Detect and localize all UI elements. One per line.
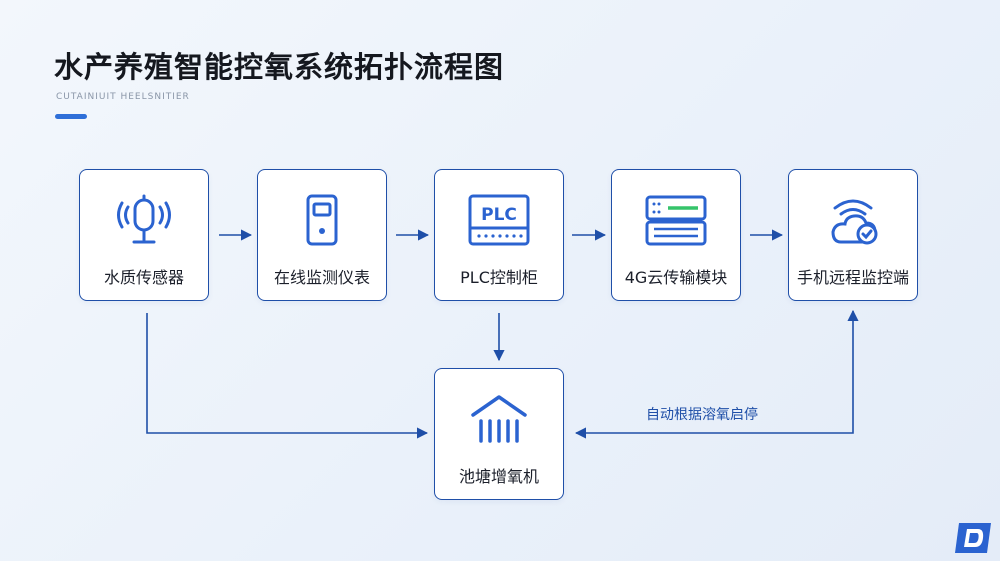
node-monitor-meter[interactable]: 在线监测仪表 <box>257 169 387 301</box>
aerator-house-icon <box>467 391 531 451</box>
node-phone-monitor[interactable]: 手机远程监控端 <box>788 169 918 301</box>
node-plc-cabinet[interactable]: PLC PLC控制柜 <box>434 169 564 301</box>
node-label: 在线监测仪表 <box>273 268 370 287</box>
edge-sensor-aerator <box>146 313 429 439</box>
page-title: 水产养殖智能控氧系统拓扑流程图 <box>54 50 505 84</box>
node-label: 池塘增氧机 <box>458 467 539 486</box>
edge-aerator-phone <box>574 309 859 439</box>
node-label: 手机远程监控端 <box>796 268 909 287</box>
edge-label-auto-control: 自动根据溶氧启停 <box>646 407 758 423</box>
node-pond-aerator[interactable]: 池塘增氧机 <box>434 368 564 500</box>
server-module-icon <box>644 192 708 252</box>
node-label: 4G云传输模块 <box>624 268 728 287</box>
node-label: PLC控制柜 <box>460 268 538 287</box>
cloud-check-icon <box>821 192 885 252</box>
water-sensor-icon <box>112 192 176 252</box>
plc-cabinet-icon: PLC <box>467 192 531 252</box>
node-4g-module[interactable]: 4G云传输模块 <box>611 169 741 301</box>
node-water-sensor[interactable]: 水质传感器 <box>79 169 209 301</box>
page-subtitle: CUTAINIUIT HEELSNITIER <box>56 92 190 102</box>
node-label: 水质传感器 <box>103 268 184 287</box>
d-logo-icon <box>953 521 993 555</box>
title-accent-bar <box>55 114 87 119</box>
plc-icon-text: PLC <box>481 205 517 225</box>
monitor-meter-icon <box>290 192 354 252</box>
